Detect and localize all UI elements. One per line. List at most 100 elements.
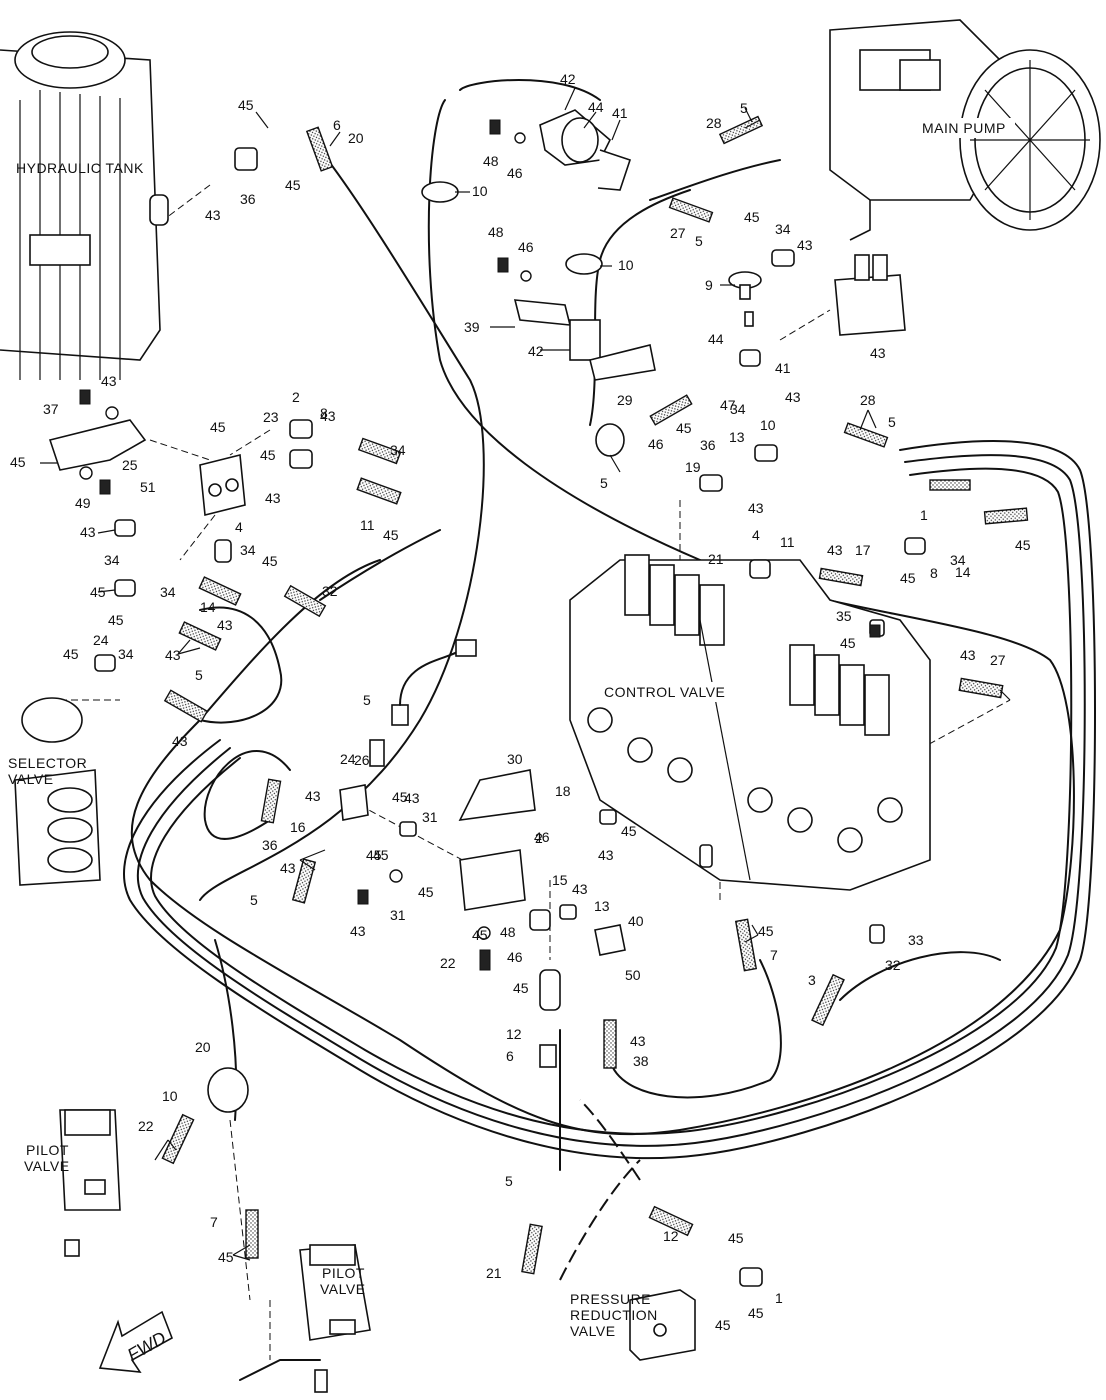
hose-sleeves bbox=[161, 115, 1029, 1275]
callout-number: 38 bbox=[633, 1053, 649, 1069]
callout-number: 45 bbox=[285, 177, 301, 193]
callout-number: 30 bbox=[507, 751, 523, 767]
label-pilot-valve-left-1: PILOT bbox=[26, 1142, 69, 1158]
label-selector-valve-2: VALVE bbox=[8, 771, 54, 787]
callout-number: 20 bbox=[348, 130, 364, 146]
callout-number: 41 bbox=[775, 360, 791, 376]
callout-number: 43 bbox=[785, 389, 801, 405]
label-hydraulic-tank: HYDRAULIC TANK bbox=[16, 160, 144, 176]
callout-number: 34 bbox=[118, 646, 134, 662]
callout-number: 45 bbox=[90, 584, 106, 600]
label-selector-valve-1: SELECTOR bbox=[8, 755, 87, 771]
callout-number: 43 bbox=[305, 788, 321, 804]
callout-number: 25 bbox=[122, 457, 138, 473]
callout-number: 18 bbox=[555, 783, 571, 799]
callout-number: 19 bbox=[685, 459, 701, 475]
callout-number: 45 bbox=[418, 884, 434, 900]
callout-number: 27 bbox=[670, 225, 686, 241]
callout-number: 2 bbox=[535, 830, 543, 846]
callout-number: 43 bbox=[172, 733, 188, 749]
callout-number: 28 bbox=[706, 115, 722, 131]
callout-number: 34 bbox=[160, 584, 176, 600]
callout-number: 45 bbox=[10, 454, 26, 470]
callout-number: 43 bbox=[320, 408, 336, 424]
label-pilot-valve-bottom-1: PILOT bbox=[322, 1265, 365, 1281]
callout-number: 24 bbox=[340, 751, 356, 767]
callout-number: 34 bbox=[240, 542, 256, 558]
callout-number: 9 bbox=[705, 277, 713, 293]
callout-number: 36 bbox=[240, 191, 256, 207]
callout-number: 5 bbox=[505, 1173, 513, 1189]
callout-number: 2 bbox=[292, 389, 300, 405]
callout-number: 12 bbox=[506, 1026, 522, 1042]
callout-number: 45 bbox=[366, 847, 382, 863]
callout-number: 48 bbox=[500, 924, 516, 940]
callout-number: 20 bbox=[195, 1039, 211, 1055]
callout-number: 45 bbox=[262, 553, 278, 569]
callout-number: 10 bbox=[618, 257, 634, 273]
control-valve bbox=[569, 554, 931, 891]
callout-number: 45 bbox=[840, 635, 856, 651]
callout-number: 41 bbox=[612, 105, 628, 121]
callout-number: 8 bbox=[930, 565, 938, 581]
callout-number: 42 bbox=[528, 343, 544, 359]
callout-number: 46 bbox=[518, 239, 534, 255]
callout-number: 45 bbox=[513, 980, 529, 996]
callout-number: 45 bbox=[758, 923, 774, 939]
callout-number: 14 bbox=[955, 564, 971, 580]
callout-number: 43 bbox=[101, 373, 117, 389]
label-control-valve: CONTROL VALVE bbox=[604, 684, 725, 700]
callout-number: 45 bbox=[210, 419, 226, 435]
callout-number: 43 bbox=[205, 207, 221, 223]
callout-number: 43 bbox=[827, 542, 843, 558]
callout-number: 50 bbox=[625, 967, 641, 983]
callout-number: 31 bbox=[390, 907, 406, 923]
callout-number: 11 bbox=[360, 517, 375, 533]
callout-number: 43 bbox=[350, 923, 366, 939]
callout-number: 10 bbox=[472, 183, 488, 199]
callout-number: 45 bbox=[238, 97, 254, 113]
callout-number: 22 bbox=[440, 955, 456, 971]
callout-number: 45 bbox=[715, 1317, 731, 1333]
callout-number: 24 bbox=[93, 632, 109, 648]
selector-valve bbox=[14, 697, 101, 886]
callout-number: 48 bbox=[483, 153, 499, 169]
callout-number: 45 bbox=[260, 447, 276, 463]
callout-number: 34 bbox=[390, 442, 406, 458]
callout-number: 21 bbox=[708, 551, 724, 567]
callout-number: 44 bbox=[588, 99, 604, 115]
callout-number: 45 bbox=[728, 1230, 744, 1246]
callout-number: 6 bbox=[333, 117, 341, 133]
callout-number: 32 bbox=[885, 957, 901, 973]
callout-number: 43 bbox=[960, 647, 976, 663]
callout-number: 14 bbox=[200, 599, 216, 615]
callout-number: 16 bbox=[290, 819, 306, 835]
callout-number: 45 bbox=[676, 420, 692, 436]
pilot-valve-bottom bbox=[299, 1244, 371, 1393]
callout-number: 43 bbox=[80, 524, 96, 540]
callout-number: 34 bbox=[775, 221, 791, 237]
callout-number: 51 bbox=[140, 479, 156, 495]
callout-number: 45 bbox=[748, 1305, 764, 1321]
callout-number: 43 bbox=[404, 790, 420, 806]
label-pilot-valve-left-2: VALVE bbox=[24, 1158, 70, 1174]
callout-number: 43 bbox=[572, 881, 588, 897]
callout-number: 36 bbox=[700, 437, 716, 453]
callout-number: 43 bbox=[630, 1033, 646, 1049]
hydraulic-tank bbox=[0, 31, 169, 380]
callout-number: 5 bbox=[250, 892, 258, 908]
callout-number: 8 bbox=[320, 405, 328, 421]
callout-number: 46 bbox=[507, 949, 523, 965]
fittings bbox=[48, 109, 926, 1287]
callout-number: 10 bbox=[162, 1088, 178, 1104]
callout-number: 43 bbox=[797, 237, 813, 253]
callout-number: 46 bbox=[507, 165, 523, 181]
callout-number: 6 bbox=[506, 1048, 514, 1064]
callout-number: 13 bbox=[594, 898, 610, 914]
callout-number: 33 bbox=[908, 932, 924, 948]
callout-number: 7 bbox=[210, 1214, 218, 1230]
callout-number: 45 bbox=[383, 527, 399, 543]
callout-number: 1 bbox=[920, 507, 928, 523]
